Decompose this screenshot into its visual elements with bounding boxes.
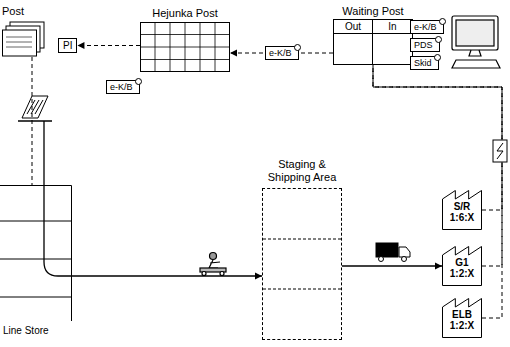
arrow-head [230,50,237,57]
factory-label: ELB 1:2:X [445,309,479,331]
card-ring [439,18,446,25]
hejunka-box: Hejunka Post [140,6,230,72]
box-title: Waiting Post [333,4,413,18]
connector-line [342,265,442,266]
flow-line [44,121,72,276]
half-label: Out [334,20,372,34]
waiting-post-half: In [373,20,412,64]
card-label: Skid [414,57,432,69]
computer-icon [452,16,500,68]
waiting-post-half: Out [334,20,373,64]
truck-icon [376,243,410,262]
hejunka-grid [140,22,230,72]
post-box: Post [2,4,46,57]
factory-box: G1 1:2:X [442,246,482,286]
connector-line [72,275,262,276]
arrow-head [255,273,262,280]
arrow-head [435,263,442,270]
store-label: Line Store [0,324,72,337]
kanban-card: Skid [410,56,439,70]
factory-shape [443,191,482,230]
area-title: Staging & Shipping Area [262,158,342,184]
lightning-bolt [497,143,503,159]
factory-shape [443,299,482,338]
connector [32,57,33,185]
connector [72,273,262,280]
tag-label: PI [63,39,72,52]
staging-area: Staging & Shipping Area [262,158,342,340]
tag-box: PI [58,38,77,53]
card-ring [294,44,301,51]
electronic-signal-box [493,140,507,162]
connector-line [77,45,140,46]
edge-label: e-K/B [269,47,292,59]
worker-icon [200,253,226,276]
staging-frame [262,188,342,340]
document-lines [6,37,32,47]
half-label: In [373,20,412,34]
shelf-rack [0,185,72,321]
connector-line [373,65,502,266]
document-stack-icon [2,21,46,57]
waiting-post-frame: OutIn [333,19,413,65]
kanban-card: e-K/B [410,20,444,34]
card-ring [435,36,442,43]
shelf-lines [0,186,72,322]
card-label: PDS [414,39,433,51]
card-label: e-K/B [414,21,437,33]
grid-lines [140,22,230,72]
kanban-card: e-K/B [106,80,140,94]
staging-dividers [263,189,341,339]
factory-label: G1 1:2:X [445,257,479,279]
factory-label: S/R 1:6:X [445,201,479,223]
connector-line [373,65,502,318]
card-ring [135,78,142,85]
connector [77,42,140,49]
grid-frame [141,23,230,72]
connector-line [32,57,33,185]
connector [373,65,502,318]
connector [342,263,442,270]
post-symbol [18,96,52,121]
factory-box: ELB 1:2:X [442,298,482,338]
factory-box: S/R 1:6:X [442,190,482,230]
arrow-head [77,42,84,49]
post-label: Post [2,4,46,18]
card-label: e-K/B [110,81,133,93]
box-title: Hejunka Post [140,6,230,20]
divider-lines [263,239,341,289]
kanban-card: e-K/B [265,46,299,60]
factory-shape [443,247,482,286]
card-ring [434,54,441,61]
waiting-post-box: Waiting PostOutIn [333,4,413,65]
connector [373,65,502,266]
line-store: Line Store [0,185,72,337]
kanban-card: PDS [410,38,440,52]
document-sheet [3,30,37,56]
